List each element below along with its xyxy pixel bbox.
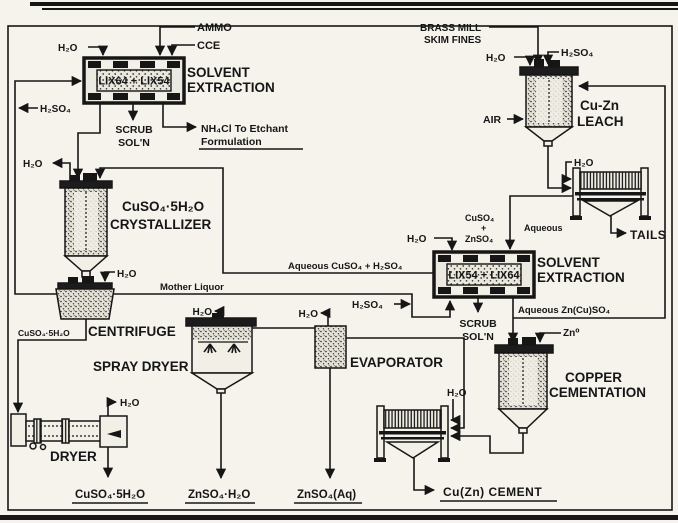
product-cuso4-5h2o: CuSO₄·5H₂O [75,489,145,501]
scrub1-line1: SCRUB [115,124,153,136]
h2o-crystallizer-vent-label: H₂O [23,159,43,170]
crystallizer-title-line2: CRYSTALLIZER [110,217,211,232]
h2o-evaporator-label: H₂O [299,309,319,320]
cementation-unit: COPPER CEMENTATION [494,337,646,434]
scrub2-line1: SCRUB [459,318,497,330]
znso4-feed-label: ZnSO₄ [465,234,493,244]
cementation-title-line2: CEMENTATION [549,385,646,400]
h2so4-sx2-label: H₂SO₄ [352,300,383,311]
tails-label: TAILS [630,228,666,242]
cement-filter-unit [374,405,450,462]
cuso4-feed-label: CuSO₄ [465,213,494,223]
spray-dryer-unit: SPRAY DRYER [93,313,257,394]
zn0-label: Zn⁰ [563,328,580,339]
plus-feed-label: + [481,223,486,233]
scrub2-line2: SOL'N [462,331,494,343]
sx2-reagents-label: LIX54 + LIX64 [448,270,520,282]
sx2-unit: LIX54 + LIX64 SOLVENT EXTRACTION [432,250,625,299]
h2o-leach-label: H₂O [486,53,506,64]
brass-mill-line2: SKIM FINES [424,35,482,46]
evaporator-title: EVAPORATOR [350,355,443,370]
h2o-dryer-label: H₂O [120,398,140,409]
centrifuge-unit: CENTRIFUGE [55,276,176,339]
h2o-sx2-label: H₂O [407,234,427,245]
brass-mill-line1: BRASS MILL [420,23,481,34]
ammo-label: AMMO [197,22,232,34]
nh4cl-line2: Formulation [201,136,262,148]
dryer-unit: DRYER [10,413,128,464]
sx1-reagents-label: LIX64 + LIX54 [98,76,170,88]
product-znso4-aq: ZnSO₄(Aq) [297,489,356,501]
sx1-unit: LIX64 + LIX54 SOLVENT EXTRACTION [82,56,275,105]
cuso4-cake-label: CuSO₄·5H₂O [18,328,70,338]
leach-unit: Cu-Zn LEACH [519,59,624,147]
crystallizer-title-line1: CuSO₄·5H₂O [122,199,204,214]
h2o-tails-filter-label: H₂O [574,158,594,169]
aqueous-feed-label: Aqueous [524,223,563,233]
nh4cl-line1: NH₄Cl To Etchant [201,123,289,135]
aq-cuso4-h2so4-label: Aqueous CuSO₄ + H₂SO₄ [288,261,403,272]
spray-dryer-title: SPRAY DRYER [93,359,189,374]
h2so4-leach-label: H₂SO₄ [561,47,593,59]
h2o-sx1-label: H₂O [58,43,78,54]
centrifuge-title: CENTRIFUGE [88,324,176,339]
h2o-spray-dryer-label: H₂O [193,307,213,318]
sx2-title-line1: SOLVENT [537,255,601,270]
crystallizer-unit: CuSO₄·5H₂O CRYSTALLIZER [59,173,211,278]
leach-title-line2: LEACH [577,114,624,129]
aq-zncuso4-label: Aqueous Zn(Cu)SO₄ [518,305,611,316]
sx2-title-line2: EXTRACTION [537,270,625,285]
evaporator-unit: EVAPORATOR [314,325,443,370]
tails-filter-unit [570,167,651,220]
cce-label: CCE [197,40,220,52]
product-znso4-h2o: ZnSO₄·H₂O [188,489,250,501]
stream-labels: AMMO CCE H₂O H₂SO₄ SCRUB SOL'N NH₄Cl To … [18,22,666,504]
dryer-title: DRYER [50,449,97,464]
leach-title-line1: Cu-Zn [580,98,619,113]
h2o-centrifuge-label: H₂O [117,269,137,280]
mother-liquor-label: Mother Liquor [160,282,224,293]
h2o-cement-filter-label: H₂O [447,388,467,399]
h2so4-sx1-label: H₂SO₄ [40,104,71,115]
sx1-title-line1: SOLVENT [187,65,251,80]
air-label: AIR [483,114,502,126]
product-cuzn-cement: Cu(Zn) CEMENT [443,485,542,499]
scrub1-line2: SOL'N [118,137,150,149]
sx1-title-line2: EXTRACTION [187,80,275,95]
cementation-title-line1: COPPER [565,370,622,385]
